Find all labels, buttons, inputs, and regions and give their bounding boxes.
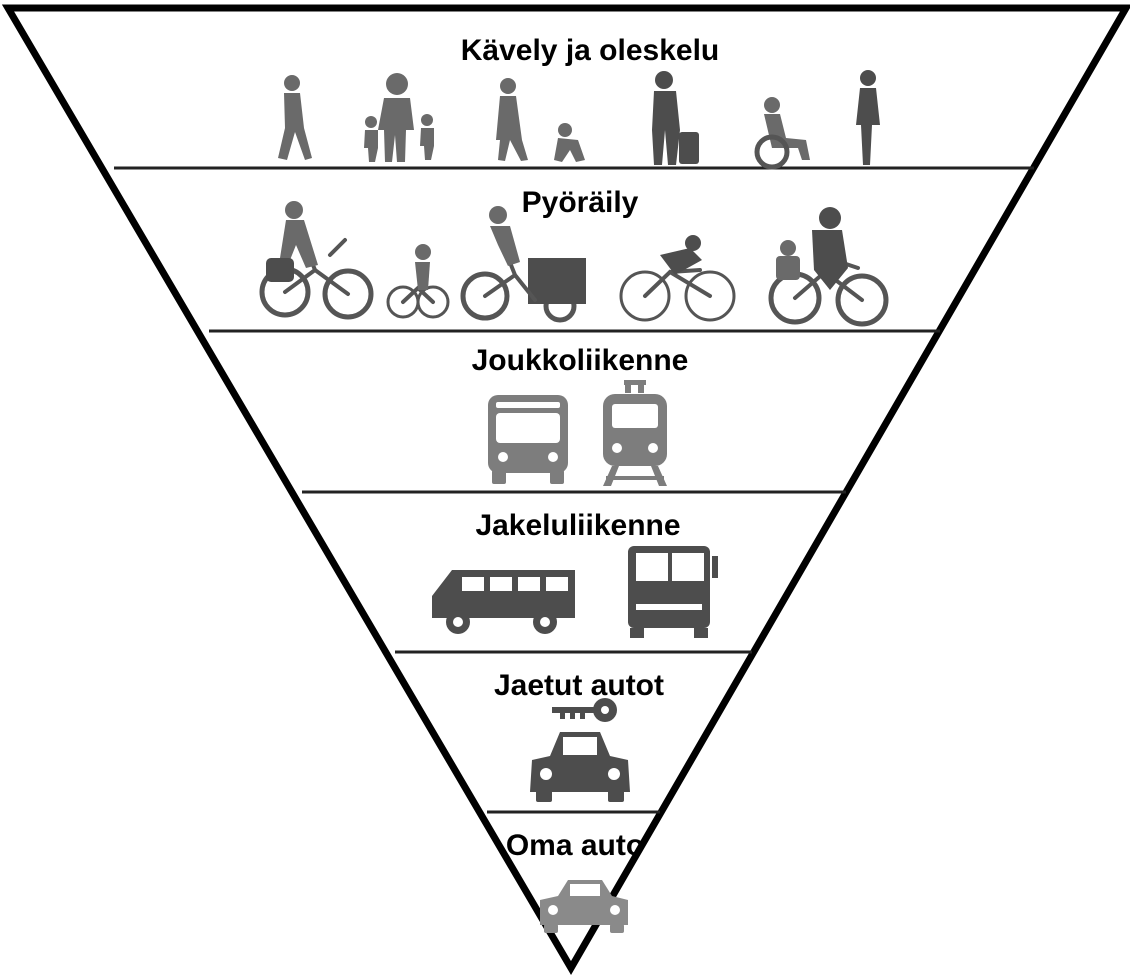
tier-label-walking: Kävely ja oleskelu [461, 34, 720, 67]
car-front-light-icon [540, 880, 628, 933]
coach-bus-icon [628, 546, 718, 638]
child-cyclist-icon [386, 244, 450, 319]
tier-label-cycling: Pyöräily [522, 186, 639, 219]
car-front-icon [530, 732, 630, 802]
tier-label-public-transport: Joukkoliikenne [472, 344, 689, 377]
pedestrian-walking-icon [278, 75, 312, 160]
road-cyclist-icon [619, 235, 736, 322]
traveller-with-luggage-icon [652, 71, 699, 165]
tier-label-distribution-traffic: Jakeluliikenne [475, 509, 680, 542]
cyclist-with-child-seat-icon [259, 201, 374, 320]
parent-with-children-icon [364, 73, 434, 162]
van-icon [432, 570, 575, 634]
tram-front-icon [603, 380, 667, 486]
wheelchair-user-icon [754, 97, 810, 170]
woman-walking-icon [496, 78, 528, 161]
cyclist-with-passenger-icon [768, 207, 889, 327]
tier-label-own-car: Oma auto [506, 829, 644, 862]
crouching-child-icon [554, 123, 585, 162]
tier-label-shared-cars: Jaetut autot [494, 669, 664, 702]
key-icon [552, 698, 617, 722]
standing-person-icon [856, 70, 880, 165]
cargo-bike-icon [460, 206, 586, 323]
bus-front-icon [488, 395, 568, 484]
